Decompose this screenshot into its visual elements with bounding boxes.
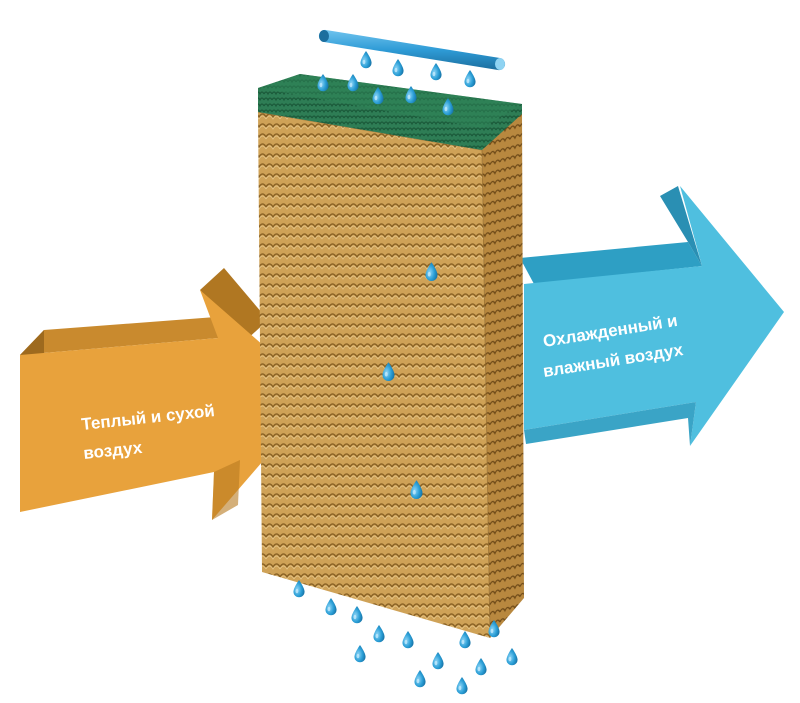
water-drop-icon: [432, 652, 444, 670]
water-drop-icon: [464, 70, 476, 88]
water-drop-icon: [351, 606, 363, 624]
water-drop-icon: [456, 677, 468, 695]
water-pipe: [318, 29, 506, 71]
cool-arrow-front: [524, 186, 784, 446]
cool-humid-air-arrow: Охлажденный и влажный воздух: [520, 186, 784, 446]
water-drop-icon: [414, 670, 426, 688]
water-drop-icon: [354, 645, 366, 663]
water-drop-icon: [459, 631, 471, 649]
water-drop-icon: [402, 631, 414, 649]
water-drop-icon: [392, 59, 404, 77]
water-drop-icon: [373, 625, 385, 643]
warm-dry-air-arrow: Теплый и сухой воздух: [20, 268, 320, 520]
warm-arrow-front: [20, 290, 320, 520]
water-drop-icon: [360, 51, 372, 69]
cooling-pad-side: [482, 112, 524, 638]
water-drop-icon: [475, 658, 487, 676]
water-drop-icon: [430, 63, 442, 81]
cooling-pad: [257, 74, 524, 639]
cooling-pad-front: [258, 112, 490, 638]
water-drop-icon: [347, 74, 359, 92]
water-drop-icon: [506, 648, 518, 666]
water-drop-icon: [325, 598, 337, 616]
